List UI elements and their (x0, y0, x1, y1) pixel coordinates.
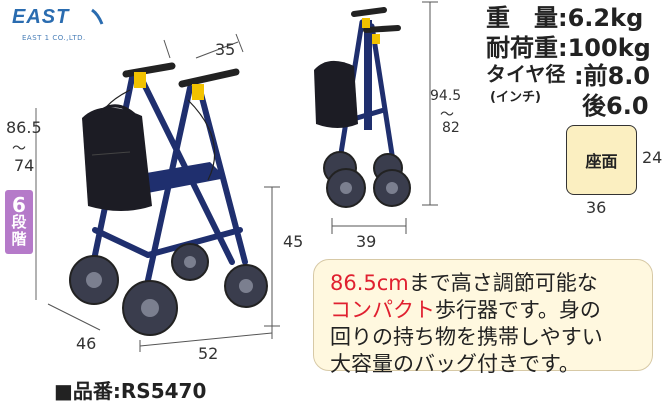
dimension-height-min: 74 (14, 156, 35, 175)
dimension-height-tilde: 〜 (12, 141, 26, 157)
description-line-2-text: 歩行器です。身の (435, 298, 601, 322)
seat-diagram: 座面 (566, 125, 637, 195)
dimension-folded-height-min: 82 (442, 120, 460, 136)
spec-tire-label: タイヤ径 (486, 62, 566, 86)
spec-load-label: 耐荷重 (486, 34, 558, 62)
product-code: ■品番:RS5470 (54, 379, 207, 403)
dimension-folded-height-max: 94.5 (430, 88, 462, 104)
dimension-width: 52 (198, 344, 219, 363)
seat-width: 36 (586, 198, 607, 217)
description-line-3: 回りの持ち物を携帯しやすい (330, 325, 603, 349)
spec-tire-unit: (インチ) (490, 90, 541, 105)
badge-char-1: 段 (11, 212, 27, 231)
spec-weight: 重 量:6.2kg (486, 0, 643, 33)
height-steps-badge: 6 段 階 (5, 190, 33, 254)
spec-weight-label: 重 量 (486, 4, 558, 32)
dimension-seat-height: 45 (283, 232, 304, 251)
spec-tire-rear: 後6.0 (582, 92, 649, 120)
badge-number: 6 (12, 192, 26, 217)
description-highlight-compact: コンパクト (330, 298, 435, 322)
dimension-depth: 46 (76, 334, 97, 353)
description-line-1: 86.5cmまで高さ調節可能な (330, 270, 642, 297)
spec-weight-value: :6.2kg (558, 4, 644, 32)
description-line-1-text: まで高さ調節可能な (408, 271, 598, 295)
dimension-folded-depth: 39 (356, 232, 377, 251)
description-line-2: コンパクト歩行器です。身の (330, 297, 642, 324)
product-description: 86.5cmまで高さ調節可能な コンパクト歩行器です。身の 回りの持ち物を携帯し… (313, 259, 653, 376)
spec-load: 耐荷重:100kg (486, 28, 651, 63)
spec-load-value: :100kg (558, 34, 651, 62)
dimension-height-max: 86.5 (6, 118, 42, 137)
spec-tire-front: :前8.0 (574, 62, 651, 90)
dimension-width-top: 35 (215, 40, 236, 59)
dimension-folded-tilde: 〜 (440, 107, 454, 123)
brand-company: EAST 1 CO.,LTD. (22, 34, 86, 42)
badge-char-2: 階 (11, 229, 27, 248)
brand-name: EAST (12, 6, 70, 28)
seat-depth: 24 (642, 148, 663, 167)
description-highlight-height: 86.5cm (330, 271, 409, 295)
description-line-4: 大容量のバッグ付きです。 (330, 352, 580, 376)
seat-label: 座面 (585, 152, 618, 171)
